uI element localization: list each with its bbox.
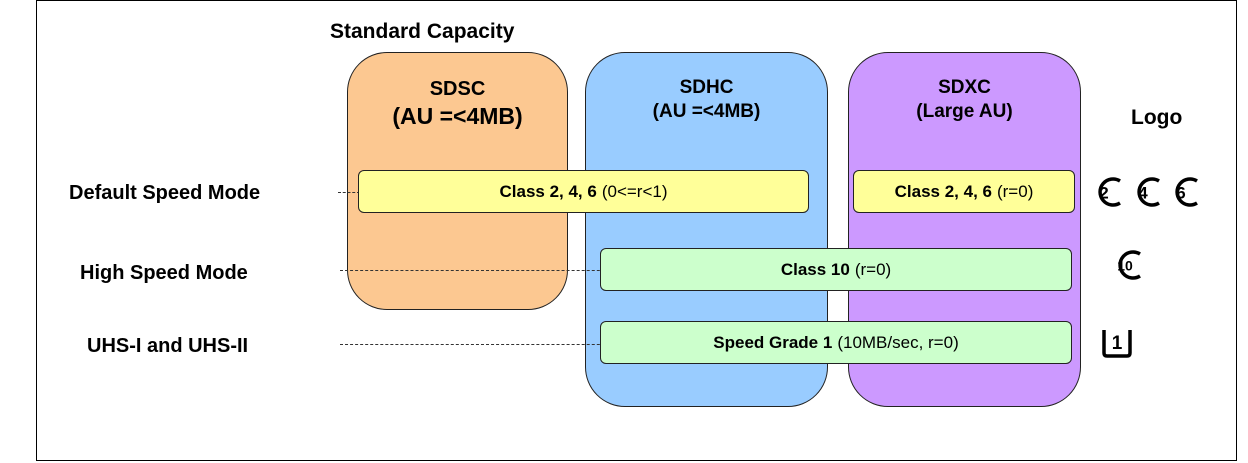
sdsc-title: SDSC — [429, 78, 486, 100]
uhs-mode-label: UHS-I and UHS-II — [87, 335, 249, 357]
uhs-speed-grade-bar: Speed Grade 1 (10MB/sec, r=0) — [600, 321, 1072, 364]
bar-class-label: Class 10 — [780, 259, 850, 279]
default-sdsc-sdhc-class-bar: Class 2, 4, 6 (0<=r<1) — [358, 170, 809, 213]
bar-range-label: (10MB/sec, r=0) — [837, 332, 959, 352]
sdhc-title: SDHC — [679, 77, 734, 98]
logo-heading: Logo — [1131, 106, 1183, 129]
uhs-speed-grade-1-icon: 1 — [1102, 330, 1132, 358]
sdhc-au: (AU =<4MB) — [652, 100, 761, 122]
class-4-logo-number: 4 — [1138, 184, 1148, 203]
bar-range-label: (r=0) — [854, 259, 892, 279]
class-10-logo-icon: 10 — [1117, 250, 1141, 280]
default-speed-mode-label: Default Speed Mode — [69, 182, 261, 204]
high-speed-mode-label: High Speed Mode — [80, 262, 248, 284]
class-4-logo-icon: 4 — [1137, 177, 1160, 207]
high-speed-class-bar: Class 10 (r=0) — [600, 248, 1072, 291]
sdxc-au: (Large AU) — [916, 100, 1013, 122]
uhs-speed-grade-number: 1 — [1112, 333, 1123, 354]
default-sdxc-class-bar: Class 2, 4, 6 (r=0) — [853, 170, 1075, 213]
bar-range-label: (0<=r<1) — [601, 181, 668, 201]
sdsc-au: (AU =<4MB) — [392, 103, 523, 129]
bar-class-label: Speed Grade 1 — [713, 332, 833, 352]
class-10-logo-number: 10 — [1117, 258, 1133, 274]
bar-class-label: Class 2, 4, 6 — [894, 181, 992, 201]
class-2-logo-number: 2 — [1099, 184, 1108, 203]
bar-range-label: (r=0) — [996, 181, 1034, 201]
default-leader-line — [338, 192, 360, 193]
bar-class-label: Class 2, 4, 6 — [499, 181, 597, 201]
diagram-frame — [36, 0, 1237, 461]
sdxc-title: SDXC — [938, 77, 991, 98]
high-leader-line — [340, 270, 630, 271]
standard-capacity-heading: Standard Capacity — [330, 20, 515, 43]
class-6-logo-icon: 6 — [1175, 177, 1198, 207]
class-2-logo-icon: 2 — [1098, 177, 1121, 207]
uhs-leader-line — [340, 344, 630, 345]
class-6-logo-number: 6 — [1176, 184, 1185, 203]
